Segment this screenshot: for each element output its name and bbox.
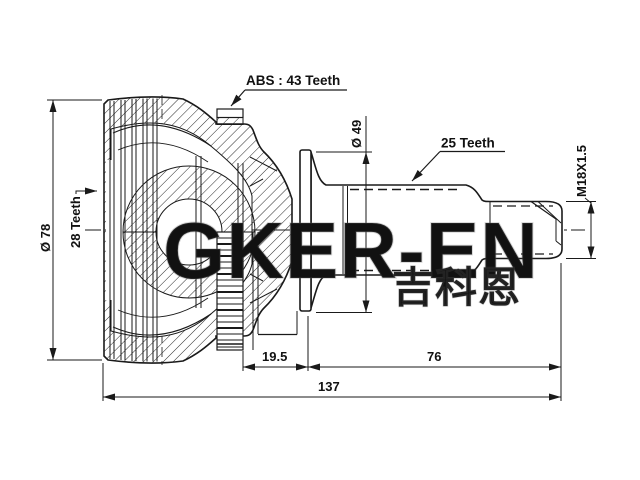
abs-teeth-lines [217, 237, 243, 348]
watermark-text: GKER-EN [163, 206, 539, 295]
shaft-outline [310, 151, 563, 309]
dim-inner-spline: 28 Teeth [68, 187, 97, 248]
boot-groove-ribs [109, 98, 158, 362]
spline-shaft [299, 149, 563, 312]
dim-label-diameter-49: Ø 49 [349, 120, 364, 148]
cup-mouth-lines [252, 199, 298, 350]
dim-label-diameter-78: Ø 78 [38, 224, 53, 252]
watermark: GKER-EN 吉科恩 [162, 205, 539, 312]
ball-track-lines [112, 124, 278, 336]
abs-ring-block [216, 108, 244, 119]
bore-channel [106, 160, 117, 300]
dim-shaft-spline: 25 Teeth [411, 136, 505, 182]
dim-label-76: 76 [427, 349, 441, 364]
dim-abs-ring: ABS : 43 Teeth [230, 73, 347, 107]
abs-ring-block-hatch [216, 117, 244, 125]
abs-ring [216, 108, 244, 351]
inner-race-top [122, 165, 256, 233]
dim-label-28-teeth: 28 Teeth [68, 196, 83, 248]
dim-label-137: 137 [318, 379, 340, 394]
thread-label: M18X1.5 [574, 145, 589, 197]
dim-flange-diameter: Ø 49 [316, 116, 372, 313]
watermark-cjk: 吉科恩 [392, 264, 521, 311]
abs-ring-label: ABS : 43 Teeth [246, 73, 340, 88]
flange [299, 149, 312, 312]
dim-length-row-1: 19.5 76 [242, 263, 562, 401]
dim-length-row-2: 137 [102, 363, 561, 401]
dim-label-19-5: 19.5 [262, 349, 287, 364]
thread-end [493, 201, 562, 255]
dim-thread: M18X1.5 [566, 145, 596, 259]
spline-label: 25 Teeth [441, 136, 495, 151]
dim-outer-diameter: Ø 78 [38, 99, 102, 361]
